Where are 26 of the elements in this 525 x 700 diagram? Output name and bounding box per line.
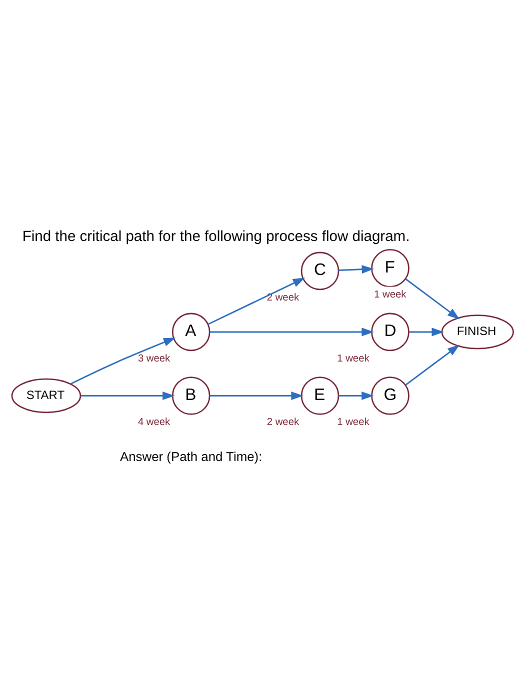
arrow [405,278,460,320]
node-circle: D [371,312,410,352]
arrow [338,265,374,274]
node-ellipse: START [11,378,82,414]
arrow [210,391,304,400]
node-circle: G [371,376,410,415]
node-label: 3 week [138,353,170,364]
node-label: 2 week [266,417,300,428]
diagram-title: Find the critical path for the following process flow diagram. [22,229,410,246]
arrow [210,328,374,336]
node-label: 1 week [337,417,370,428]
node-circle: B [172,376,210,415]
arrow [80,391,175,400]
node-label: 1 week [374,290,406,301]
arrow [338,391,374,400]
arrow [405,344,460,386]
label: Answer (Path and Time): [120,449,262,464]
node-circle: C [300,252,340,290]
arrow [408,328,444,336]
node-circle: A [172,312,210,352]
node-ellipse: FINISH [441,314,514,350]
node-circle: E [300,376,340,415]
node-label: 1 week [337,353,370,364]
arrow [70,338,176,385]
node-label: 4 week [138,417,170,428]
arrow [208,278,306,325]
